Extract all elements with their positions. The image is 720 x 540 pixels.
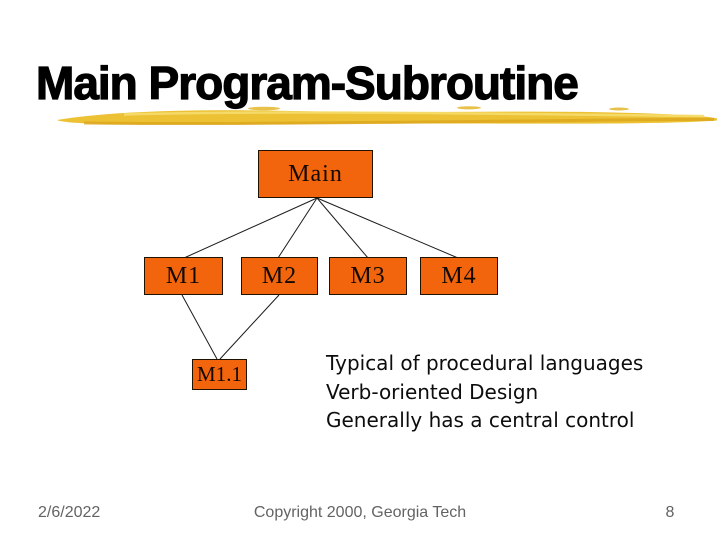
footer-page-number: 8 — [665, 504, 675, 521]
notes-line-1: Typical of procedural languages — [326, 351, 644, 375]
title-brush-underline — [57, 106, 717, 126]
diagram-node-m1-1: M1.1 — [192, 359, 247, 390]
diagram-node-m1: M1 — [144, 257, 223, 295]
edge-main-m2 — [277, 197, 318, 259]
notes-line-3: Generally has a central control — [326, 408, 635, 432]
notes-text-block: Typical of procedural languages Verb-ori… — [326, 349, 643, 435]
diagram-node-m4: M4 — [420, 257, 498, 295]
footer-date: 2/6/2022 — [38, 504, 101, 521]
diagram-node-m3: M3 — [329, 257, 407, 295]
edge-main-m4 — [316, 197, 459, 259]
notes-line-2: Verb-oriented Design — [326, 379, 539, 404]
edge-main-m3 — [316, 197, 369, 259]
diagram-node-main: Main — [258, 150, 373, 198]
diagram-node-m2: M2 — [241, 257, 318, 295]
slide-title: Main Program-Subroutine — [35, 57, 579, 109]
edge-m1-m1_1 — [181, 294, 218, 360]
edge-m2-m1_1 — [219, 294, 280, 360]
footer-copyright: Copyright 2000, Georgia Tech — [253, 504, 467, 521]
edge-main-m1 — [183, 197, 318, 259]
